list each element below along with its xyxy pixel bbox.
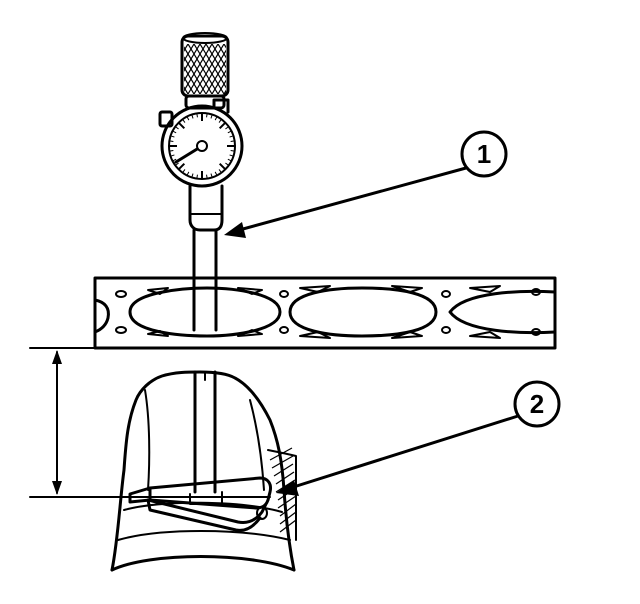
dial-indicator (158, 98, 244, 188)
callout-1: 1 (224, 130, 508, 238)
gauge-shaft (188, 184, 224, 494)
cylinder-block-deck (93, 276, 557, 350)
callout-1-number: 1 (477, 139, 491, 169)
depth-dimension (29, 347, 271, 498)
callout-2-number: 2 (530, 389, 544, 419)
callout-2: 2 (276, 380, 561, 496)
coolant-ports (115, 285, 541, 339)
knurled-handle (180, 32, 230, 110)
dial-bore-gauge (128, 32, 272, 532)
measuring-head (128, 476, 272, 532)
cylinder-cutaway (110, 370, 297, 572)
wall-hatching (267, 447, 297, 541)
